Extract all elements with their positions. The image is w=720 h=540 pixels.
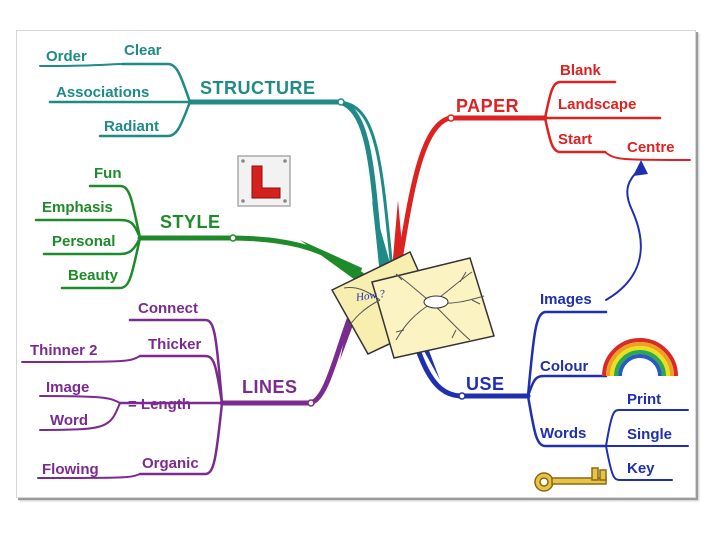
lines-node	[307, 399, 315, 407]
style-child-personal: Personal	[52, 233, 116, 250]
use-arrowhead	[633, 160, 648, 176]
lines-child-connect: Connect	[138, 300, 198, 317]
paper-node	[447, 114, 455, 122]
use-child-single: Single	[627, 426, 673, 443]
style-trunk	[300, 240, 362, 282]
rainbow-icon	[602, 338, 678, 377]
use-child-colour: Colour	[540, 358, 589, 375]
paper-child-centre: Centre	[627, 139, 675, 156]
svg-text:How ?: How ?	[354, 288, 386, 304]
branch-paper-label: PAPER	[456, 96, 520, 116]
branch-style-label: STYLE	[160, 212, 221, 232]
paper-child-blank: Blank	[560, 62, 601, 79]
mind-map-paper-icon: How ?	[330, 250, 495, 359]
paper-trunk	[392, 200, 404, 270]
structure-child-associations: Associations	[56, 84, 150, 101]
lines-child-flowing: Flowing	[42, 461, 99, 478]
style-child-emphasis: Emphasis	[42, 199, 113, 216]
use-child-images: Images	[540, 291, 592, 308]
style-child-beauty: Beauty	[68, 267, 119, 284]
lines-child-length: = Length	[128, 396, 191, 413]
paper-child-start: Start	[558, 131, 593, 148]
lines-child-thinner: Thinner 2	[30, 342, 98, 359]
lines-child-thicker: Thicker	[148, 336, 202, 353]
style-child-fun: Fun	[94, 165, 122, 182]
structure-child-radiant: Radiant	[104, 118, 160, 135]
structure-child-order: Order	[46, 48, 87, 65]
branch-structure-label: STRUCTURE	[200, 78, 316, 98]
use-node	[458, 392, 466, 400]
structure-node	[337, 98, 345, 106]
use-child-print: Print	[627, 391, 662, 408]
structure-trunk	[372, 200, 392, 272]
branch-use-label: USE	[466, 374, 505, 394]
paper-branch	[395, 80, 691, 275]
branch-lines-label: LINES	[242, 377, 298, 397]
lines-child-word: Word	[50, 412, 89, 429]
style-node	[229, 234, 237, 242]
use-child-words: Words	[540, 425, 587, 442]
lines-child-image: Image	[46, 379, 90, 396]
key-icon	[534, 467, 607, 492]
lines-child-organic: Organic	[142, 455, 199, 472]
paper-child-landscape: Landscape	[558, 96, 637, 113]
learner-plate-icon	[237, 155, 291, 207]
structure-child-clear: Clear	[124, 42, 162, 59]
use-child-key: Key	[627, 460, 655, 477]
